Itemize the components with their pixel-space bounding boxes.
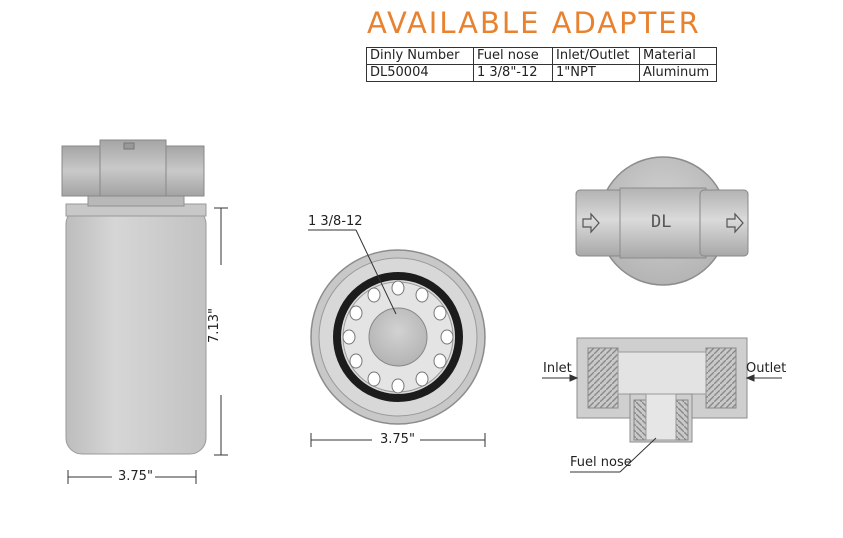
filter-side-view (61, 139, 207, 455)
fuel-nose-leader (570, 437, 657, 473)
arrow-head-icon (569, 374, 579, 382)
thread-label: 1 3/8-12 (308, 214, 363, 229)
height-label: 7.13" (206, 308, 222, 343)
side-width-label: 3.75" (118, 469, 153, 484)
table-cell: 1"NPT (552, 64, 640, 82)
fuel-nose-label: Fuel nose (570, 455, 632, 470)
adapter-logo: DL (651, 212, 672, 232)
thread-leader (308, 229, 397, 315)
filter-head-bolt (123, 142, 135, 150)
adapter-pipe-right (699, 189, 749, 257)
adapter-cross-section (576, 337, 748, 443)
arrow-right-icon (582, 212, 600, 234)
table-header-row: Dinly Number Fuel nose Inlet/Outlet Mate… (366, 47, 717, 65)
fuel-nose-bore (645, 393, 677, 441)
center-threaded-bore (368, 307, 428, 367)
outlet-label: Outlet (746, 361, 787, 376)
arrow-right-icon (726, 212, 744, 234)
table-cell: DL50004 (366, 64, 474, 82)
height-dimension (214, 207, 228, 456)
filter-head-right-port (165, 145, 205, 197)
table-header: Material (639, 47, 717, 65)
inner-bore (617, 351, 707, 395)
adapter-pipe-center (619, 187, 707, 259)
flow-holes (342, 280, 454, 394)
adapter-top-view (575, 156, 749, 286)
inlet-label: Inlet (543, 361, 572, 376)
bottom-width-label: 3.75" (380, 432, 415, 447)
table-cell: Aluminum (639, 64, 717, 82)
filter-bottom-view (310, 249, 486, 425)
filter-canister (65, 207, 207, 455)
table-row: DL50004 1 3/8"-12 1"NPT Aluminum (366, 64, 717, 82)
left-port-thread (587, 347, 619, 409)
side-width-dimension (67, 470, 197, 484)
spec-table: Dinly Number Fuel nose Inlet/Outlet Mate… (366, 47, 717, 82)
right-port-thread (705, 347, 737, 409)
arrow-head-icon (745, 374, 755, 382)
table-cell: 1 3/8"-12 (473, 64, 553, 82)
filter-head-left-port (61, 145, 101, 197)
page-title: AVAILABLE ADAPTER (367, 6, 701, 40)
flow-arrows (542, 374, 782, 382)
table-header: Dinly Number (366, 47, 474, 65)
bottom-width-dimension (310, 433, 486, 447)
